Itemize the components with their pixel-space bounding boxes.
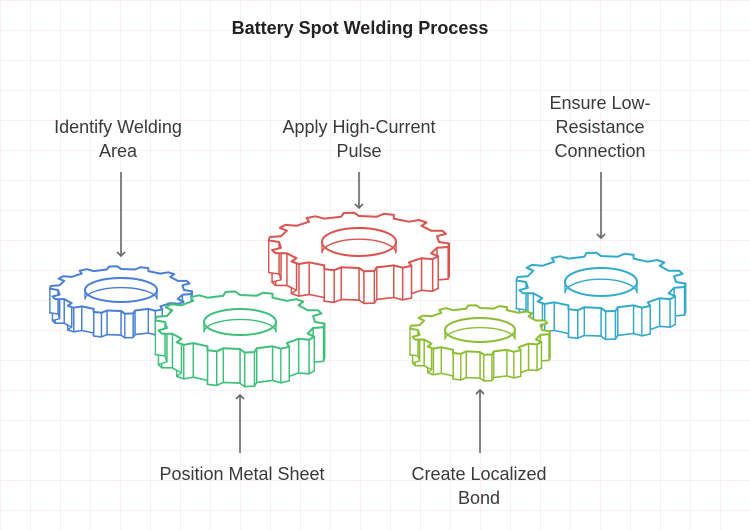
step-label-create-localized-bond: Create Localized Bond bbox=[411, 464, 547, 508]
gear-apply-high-current-pulse bbox=[267, 211, 451, 305]
step-label-position-metal-sheet: Position Metal Sheet bbox=[159, 464, 325, 484]
step-label-ensure-low-resistance-connection: Ensure Low-Resistance Connection bbox=[549, 93, 651, 161]
diagram-title: Battery Spot Welding Process bbox=[231, 18, 489, 38]
gear-position-metal-sheet bbox=[154, 290, 326, 388]
gear-create-localized-bond bbox=[409, 304, 551, 382]
step-label-identify-welding-area: Identify Welding Area bbox=[54, 117, 182, 161]
gear-identify-welding-area bbox=[48, 265, 194, 339]
step-label-apply-high-current-pulse: Apply High-Current Pulse bbox=[282, 117, 436, 161]
gear-ensure-low-resistance-connection bbox=[515, 251, 687, 341]
